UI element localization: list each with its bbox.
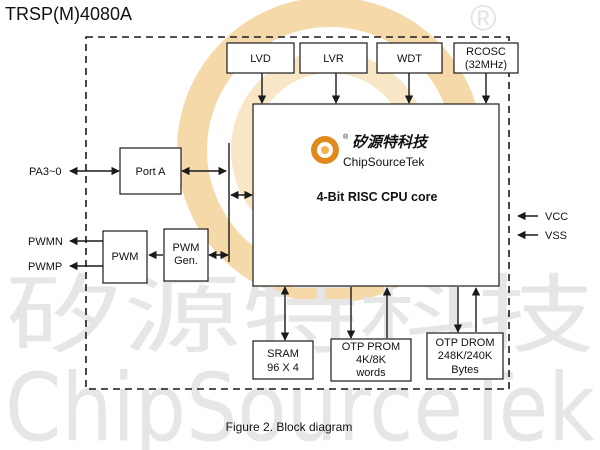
watermark-registered-mark: ®: [470, 0, 497, 38]
cpu-core-block: ® 矽源特科技 ChipSourceTek 4-Bit RISC CPU cor…: [252, 103, 500, 287]
pin-vss-label: VSS: [545, 230, 567, 242]
chip-title: TRSP(M)4080A: [5, 4, 132, 24]
rcosc-freq-label: (32MHz): [465, 59, 507, 71]
pin-vcc-label: VCC: [545, 211, 568, 223]
cpu-logo-english: ChipSourceTek: [343, 155, 425, 169]
otp-prom-unit-label: words: [355, 367, 386, 379]
pin-pa-label: PA3~0: [29, 166, 62, 178]
rcosc-block: [453, 42, 519, 74]
figure-caption: Figure 2. Block diagram: [226, 420, 353, 434]
otp-drom-size-label: 248K/240K: [438, 350, 493, 362]
cpu-logo-chinese: 矽源特科技: [352, 133, 429, 151]
chip-boundary: [85, 36, 510, 390]
pin-pwmn-label: PWMN: [28, 236, 63, 248]
rcosc-label: RCOSC: [466, 46, 506, 58]
cpu-logo: ® 矽源特科技 ChipSourceTek: [311, 133, 429, 169]
lvd-block: [226, 42, 295, 74]
sram-size-label: 96 X 4: [267, 362, 299, 374]
pwm-gen-label-line2: Gen.: [174, 255, 198, 267]
otp-prom-block: [330, 338, 412, 382]
pwm-gen-block: [163, 228, 209, 282]
sram-label: SRAM: [267, 348, 299, 360]
otp-drom-label: OTP DROM: [435, 337, 494, 349]
cpu-logo-registered-mark: ®: [343, 133, 349, 141]
pwm-label: PWM: [112, 251, 139, 263]
lvd-label: LVD: [250, 53, 271, 65]
pwm-gen-label-line1: PWM: [173, 242, 200, 254]
cpu-core-label: 4-Bit RISC CPU core: [317, 190, 438, 204]
pin-pwmp-label: PWMP: [28, 261, 62, 273]
lvr-block: [299, 42, 368, 74]
otp-drom-block: [426, 332, 504, 380]
port-a-label: Port A: [136, 166, 167, 178]
pwm-block: [102, 230, 148, 284]
lvr-label: LVR: [323, 53, 344, 65]
wdt-block: [376, 42, 443, 74]
otp-prom-size-label: 4K/8K: [356, 354, 387, 366]
sram-block: [252, 340, 314, 380]
wdt-label: WDT: [397, 53, 422, 65]
otp-prom-label: OTP PROM: [342, 341, 400, 353]
port-a-block: [119, 147, 182, 195]
otp-drom-unit-label: Bytes: [451, 364, 479, 376]
